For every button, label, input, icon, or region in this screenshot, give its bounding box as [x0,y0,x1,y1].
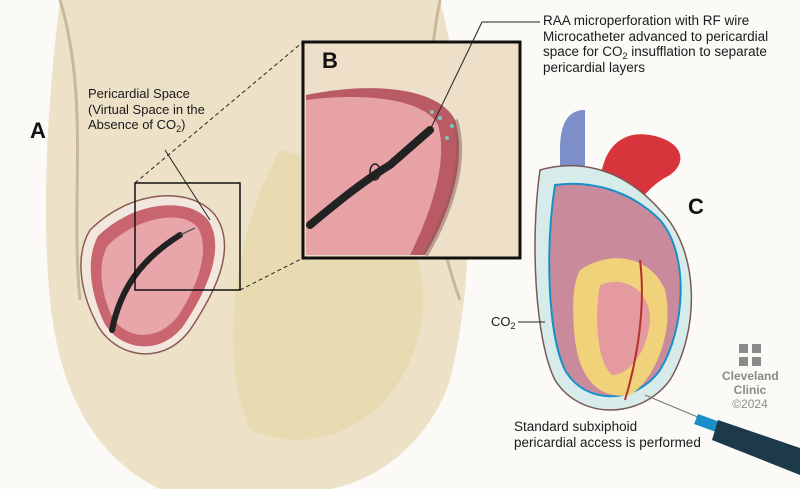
subxiphoid-label: Standard subxiphoid pericardial access i… [514,419,701,450]
subscript: 2 [622,51,628,61]
panel-c-heart [518,110,693,411]
label-line: Standard subxiphoid [514,419,638,434]
panel-c-label: C [688,194,704,219]
pericardial-space-label: Pericardial Space (Virtual Space in the … [88,86,205,134]
copyright: ©2024 [732,397,768,411]
label-line: Pericardial Space [88,86,190,101]
label-text: space for CO [543,44,623,59]
co2-label: CO2 [491,314,516,331]
label-text: CO [491,314,511,329]
panel-a-label: A [30,118,46,143]
subscript: 2 [176,124,182,134]
label-line: (Virtual Space in the [88,101,205,117]
zoom-region-box [134,182,241,291]
label-line: Microcatheter advanced to pericardial [543,28,769,44]
label-line: pericardial access is performed [514,434,701,450]
logo-text: Cleveland [722,369,779,383]
logo-cross-icon [739,344,761,366]
cleveland-clinic-logo: Cleveland Clinic ©2024 [722,344,779,411]
label-text: insufflation to separate [627,44,767,59]
logo-text: Clinic [733,383,767,397]
syringe [644,394,800,475]
panel-b-zoom [301,21,540,260]
panel-b-label: B [322,48,338,73]
label-text: Absence of CO [88,117,177,132]
label-line: Absence of CO2) [88,117,205,134]
label-line: space for CO2 insufflation to separate [543,44,768,61]
label-line: pericardial layers [543,59,646,75]
label-text: ) [181,117,186,132]
subscript: 2 [510,321,516,331]
label-line: RAA microperforation with RF wire [543,13,750,28]
raa-label: RAA microperforation with RF wire Microc… [543,13,768,75]
